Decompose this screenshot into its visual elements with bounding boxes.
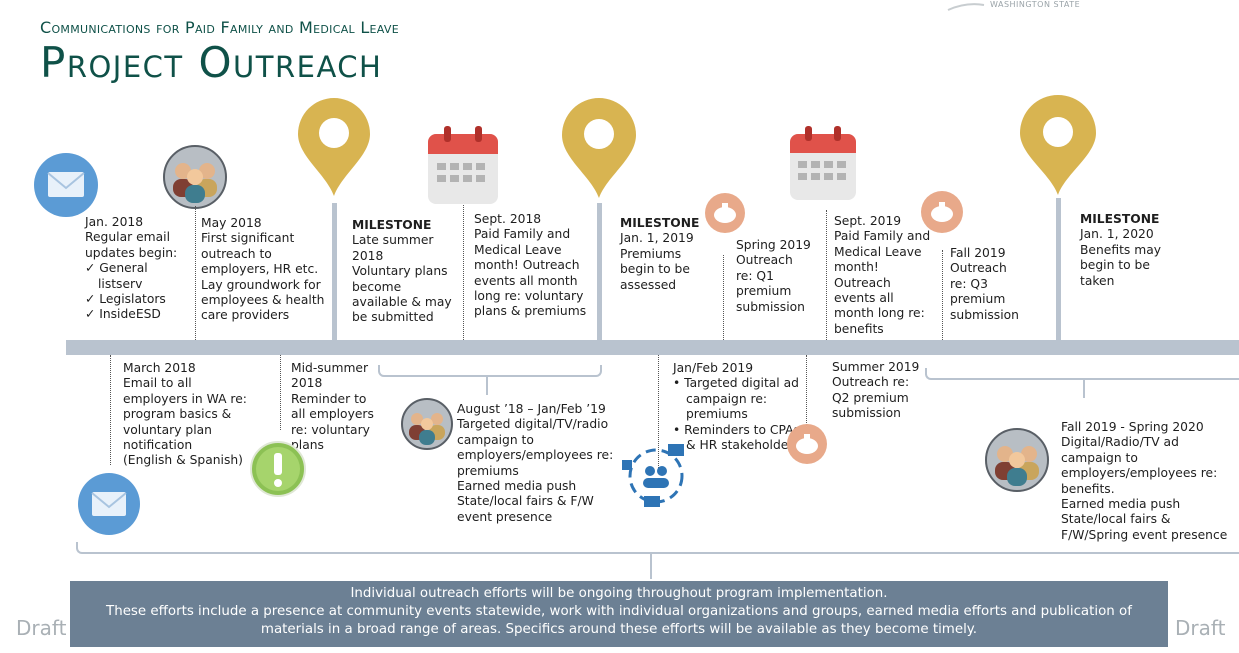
milestone-late-summer-2018: MILESTONE Late summer 2018 Voluntary pla… xyxy=(352,218,452,325)
footer-line-1: Individual outreach efforts will be ongo… xyxy=(350,586,888,601)
draft-label: Draft xyxy=(16,616,67,640)
milestone-tick xyxy=(332,203,337,343)
page-title: Project Outreach xyxy=(40,38,383,87)
calendar-icon xyxy=(790,126,856,200)
event-mid-summer-2018: Mid-summer 2018 Reminder to all employer… xyxy=(291,361,374,453)
milestone-jan-2020: MILESTONE Jan. 1, 2020 Benefits may begi… xyxy=(1080,212,1162,288)
social-campaign-icon xyxy=(622,444,684,507)
event-spring-2019: Spring 2019 Outreach re: Q1 premium subm… xyxy=(736,238,811,314)
event-may-2018: May 2018 First significant outreach to e… xyxy=(201,216,325,323)
people-icon xyxy=(401,398,453,450)
event-fall-2019: Fall 2019 Outreach re: Q3 premium submis… xyxy=(950,246,1019,322)
page-supertitle: Communications for Paid Family and Medic… xyxy=(40,18,399,37)
campaign-fall-2019: Fall 2019 - Spring 2020 Digital/Radio/TV… xyxy=(1061,420,1228,542)
event-jan-2018: Jan. 2018 Regular email updates begin: ✓… xyxy=(85,215,178,322)
campaign-bracket xyxy=(925,368,1239,380)
event-sept-2019: Sept. 2019 Paid Family and Medical Leave… xyxy=(834,214,931,336)
event-summer-2019: Summer 2019 Outreach re: Q2 premium subm… xyxy=(832,360,920,421)
campaign-bracket xyxy=(378,365,602,377)
logo-swoosh-icon xyxy=(947,3,985,11)
location-pin-icon xyxy=(1020,95,1096,195)
ongoing-bracket xyxy=(76,542,1239,554)
exclamation-icon xyxy=(250,441,306,497)
ongoing-efforts-box: Individual outreach efforts will be ongo… xyxy=(70,581,1168,647)
event-jan-feb-2019: Jan/Feb 2019 • Targeted digital ad campa… xyxy=(673,361,800,453)
people-icon xyxy=(985,428,1049,492)
footer-line-2: These efforts include a presence at comm… xyxy=(106,604,1132,637)
milestone-tick xyxy=(597,203,602,343)
envelope-icon xyxy=(78,473,140,535)
location-pin-icon xyxy=(298,98,370,196)
milestone-jan-2019: MILESTONE Jan. 1, 2019 Premiums begin to… xyxy=(620,216,700,292)
logo-text: WASHINGTON STATE xyxy=(990,0,1081,9)
draft-label: Draft xyxy=(1175,616,1226,640)
state-logo: WASHINGTON STATE xyxy=(947,0,1081,11)
piggy-bank-icon xyxy=(921,191,963,233)
calendar-icon xyxy=(428,126,498,204)
envelope-icon xyxy=(34,153,98,217)
piggy-bank-icon xyxy=(787,424,827,464)
milestone-tick xyxy=(1056,198,1061,343)
piggy-bank-icon xyxy=(705,193,745,233)
timeline-bar xyxy=(66,340,1239,355)
campaign-aug-2018: August ’18 – Jan/Feb ’19 Targeted digita… xyxy=(457,402,614,524)
location-pin-icon xyxy=(562,98,636,198)
people-icon xyxy=(163,145,227,209)
event-march-2018: March 2018 Email to all employers in WA … xyxy=(123,361,247,468)
event-sept-2018: Sept. 2018 Paid Family and Medical Leave… xyxy=(474,212,587,319)
